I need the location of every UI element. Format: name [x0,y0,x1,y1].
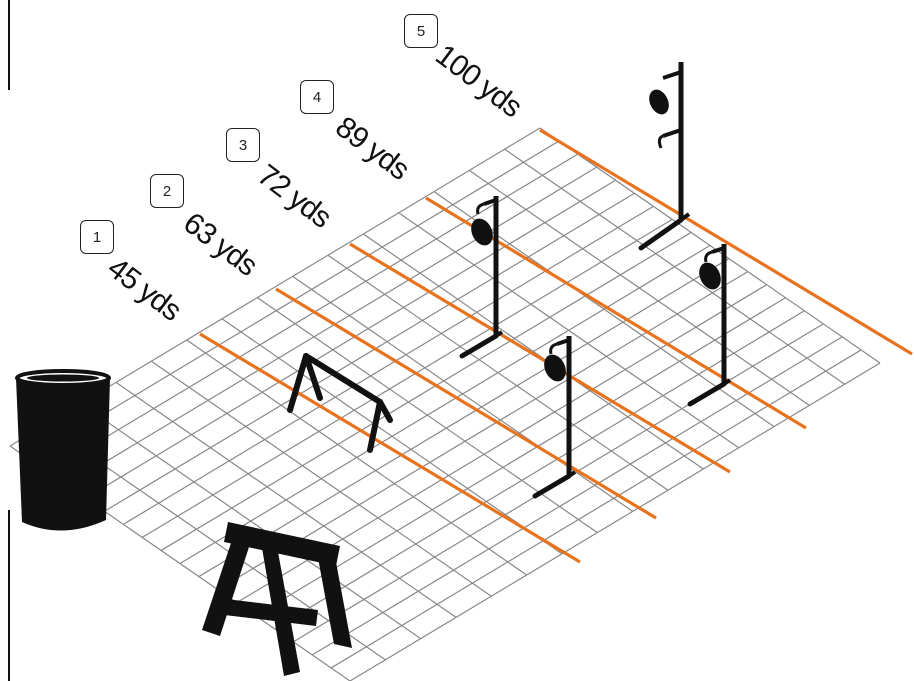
grid-line [86,180,616,498]
grid-line [180,246,710,564]
distance-line-2 [276,289,656,518]
grid-line [331,350,861,668]
grid-line [350,363,880,681]
grid-line [312,337,842,655]
grid-line [104,193,634,511]
stage-number-badge: 4 [300,80,334,114]
stage-number-badge: 5 [404,14,438,48]
sawhorse-icon [202,522,352,676]
grid-line [199,259,729,577]
grid-line [142,219,672,537]
grid-line [123,206,653,524]
distance-line-1 [200,334,580,562]
double-target-stand-icon [641,62,689,248]
distance-line-3 [350,244,730,472]
stage-number-badge: 2 [150,174,184,208]
stage-number-badge: 3 [226,128,260,162]
barrel-icon [16,371,110,531]
stage-number-badge: 1 [80,220,114,254]
target-stand-icon [690,244,730,404]
